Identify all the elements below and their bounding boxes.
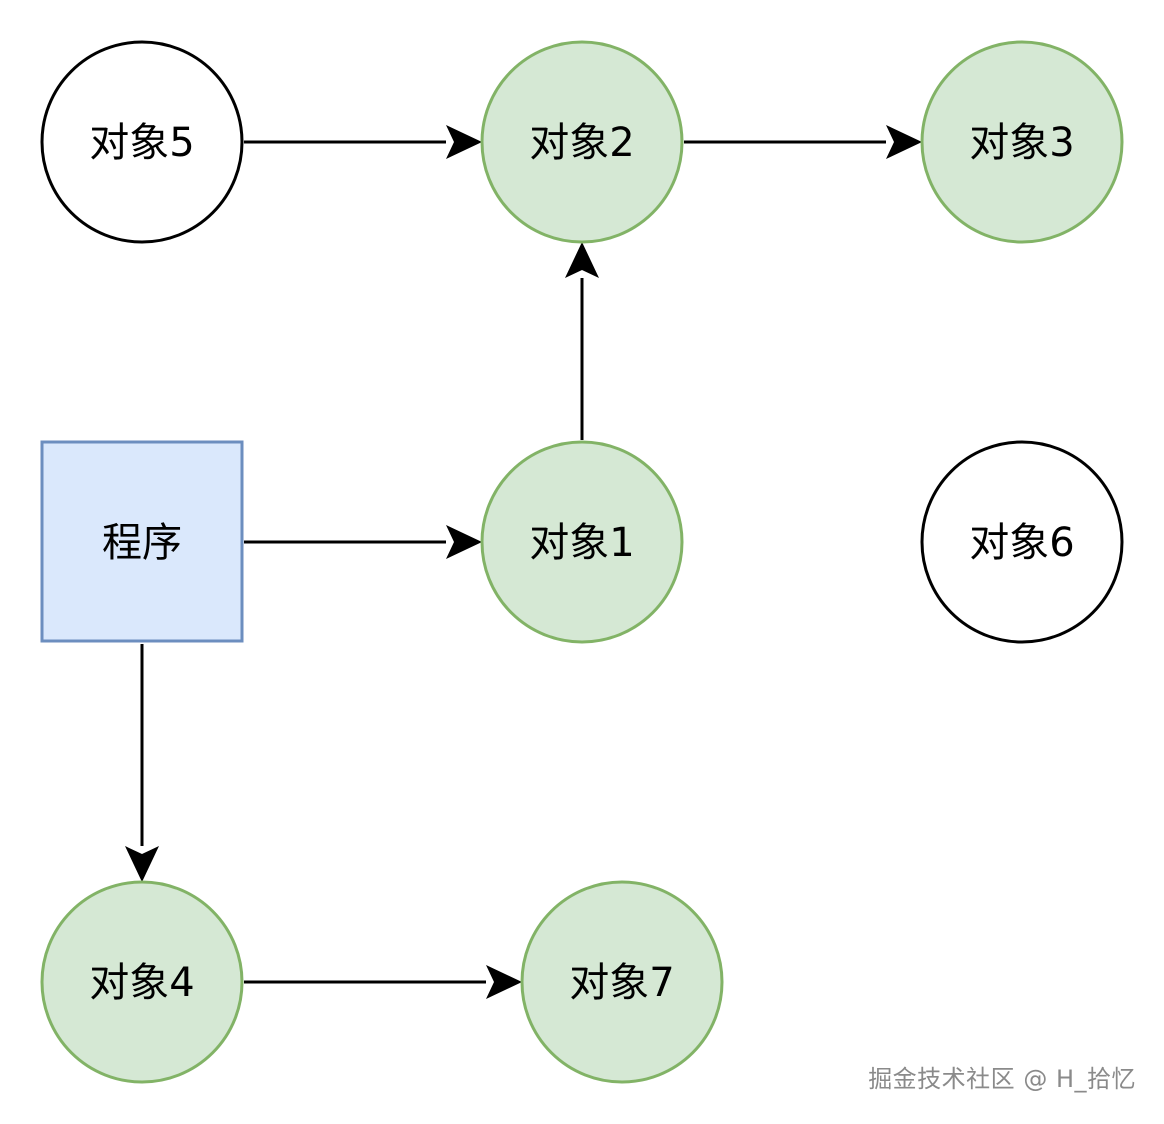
object-node-5: 对象5 bbox=[40, 40, 244, 244]
object-node-1-label: 对象1 bbox=[529, 520, 634, 566]
arrowhead-icon bbox=[446, 525, 482, 559]
watermark: 掘金技术社区 @ H_拾忆 bbox=[868, 1065, 1136, 1093]
program-node: 程序 bbox=[40, 440, 244, 643]
program-node-label: 程序 bbox=[102, 520, 182, 566]
object-node-6: 对象6 bbox=[920, 440, 1124, 644]
object-node-3: 对象3 bbox=[920, 40, 1124, 244]
object-node-6-label: 对象6 bbox=[969, 520, 1074, 566]
object-node-5-label: 对象5 bbox=[89, 120, 194, 166]
object-node-7: 对象7 bbox=[520, 880, 724, 1084]
object-node-3-label: 对象3 bbox=[969, 120, 1074, 166]
arrowhead-icon bbox=[486, 965, 522, 999]
arrowhead-icon bbox=[125, 846, 159, 882]
object-node-4-label: 对象4 bbox=[89, 960, 194, 1006]
object-node-2-label: 对象2 bbox=[529, 120, 634, 166]
object-node-1: 对象1 bbox=[480, 440, 684, 644]
object-node-2: 对象2 bbox=[480, 40, 684, 244]
edges bbox=[125, 125, 922, 999]
object-node-4: 对象4 bbox=[40, 880, 244, 1084]
object-node-7-label: 对象7 bbox=[569, 960, 674, 1006]
arrowhead-icon bbox=[886, 125, 922, 159]
arrowhead-icon bbox=[565, 242, 599, 278]
arrowhead-icon bbox=[446, 125, 482, 159]
